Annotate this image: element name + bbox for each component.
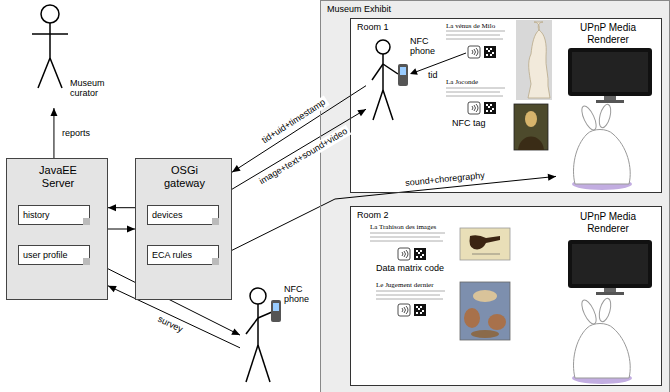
connector (108, 204, 135, 211)
edge-label: survey (154, 313, 186, 336)
pipe-painting (460, 228, 510, 260)
actor: Museum curator (22, 2, 112, 108)
callout-label: NFC tag (452, 118, 486, 128)
artwork-title: La vénus de Milo (446, 22, 495, 30)
connector-line (232, 176, 556, 250)
node-text: Room 1 (357, 22, 417, 32)
artwork-title: Le Jugement dernier (376, 281, 434, 289)
arrowhead (50, 108, 57, 116)
room-ground (350, 18, 662, 193)
room-box: Room 1 NFC phone UPnP Media Renderer (350, 18, 662, 193)
node-text: Museum curator (70, 78, 112, 99)
node-text: OSGi gateway (152, 164, 217, 189)
arrowhead (127, 226, 135, 233)
data-store: user profile (18, 245, 90, 265)
actor: NFC phone (366, 34, 440, 128)
visitor-figure (372, 40, 408, 120)
edge-label: sound+choregraphy (402, 169, 486, 188)
node-text: Room 2 (357, 210, 417, 220)
curator-figure (32, 5, 68, 88)
node-text: JavaEE Server (26, 164, 90, 189)
node-text: devices (152, 210, 214, 220)
node-text: ECA rules (152, 250, 214, 260)
connector (232, 174, 556, 251)
arrowhead (357, 109, 366, 116)
server-box: JavaEE Server history user profile (6, 158, 108, 300)
last-judgment-painting (460, 282, 510, 340)
gateway-box: OSGi gateway devicesECA rules (135, 158, 232, 300)
actor: NFC phone (240, 280, 318, 386)
arrowhead (108, 286, 117, 293)
edge-label: reports (60, 128, 92, 139)
venus-statue (516, 20, 552, 100)
callout-label: Data matrix code (376, 263, 444, 273)
node-text: history (23, 210, 85, 220)
exhibit-region: Museum ExhibitRoom 1NFC phoneUPnP Media … (320, 0, 670, 392)
mona-lisa (514, 104, 548, 150)
connector (108, 226, 135, 233)
exhibit-ground (320, 0, 670, 392)
data-store: devices (147, 205, 219, 225)
data-store: ECA rules (147, 245, 219, 265)
node-text: UPnP Media Renderer (564, 22, 652, 45)
arrowhead (231, 328, 240, 335)
node-text: NFC phone (410, 36, 438, 57)
media-renderer: UPnP Media Renderer (556, 20, 660, 190)
arrowhead (548, 174, 556, 181)
room-box: Room 2 UPnP Media Renderer (350, 206, 662, 386)
tv-screen (568, 48, 652, 295)
node-text: NFC phone (284, 284, 316, 305)
rabbit-robot (572, 103, 632, 384)
arrowhead (108, 204, 116, 211)
data-store: history (18, 205, 90, 225)
arrowhead (232, 165, 241, 172)
artwork-title: La Trahison des images (370, 223, 436, 231)
connector (50, 108, 57, 158)
signal-name: tid (428, 70, 438, 80)
node-text: UPnP Media Renderer (564, 211, 652, 234)
room-ground (350, 206, 662, 386)
node-text: Museum Exhibit (327, 4, 447, 14)
node-text: user profile (23, 250, 85, 260)
artwork-title: La Joconde (446, 78, 478, 86)
media-renderer: UPnP Media Renderer (556, 209, 660, 382)
visitor-figure (246, 288, 281, 382)
